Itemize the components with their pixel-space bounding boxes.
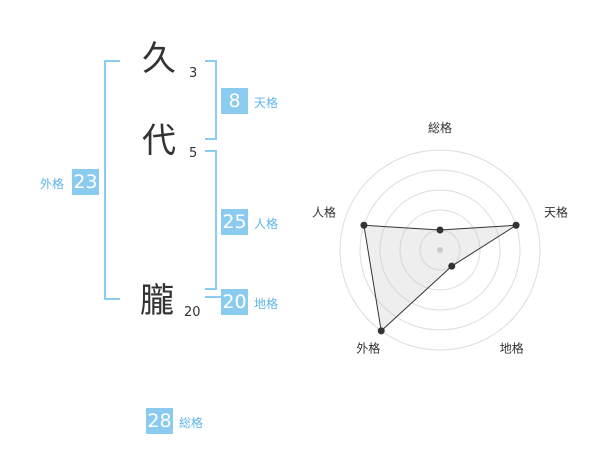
radar-point-3 bbox=[448, 262, 456, 270]
radar-ring bbox=[339, 149, 541, 351]
stroke-count-3: 20 bbox=[184, 305, 201, 320]
stroke-count-1: 3 bbox=[189, 66, 198, 81]
radar-point-2 bbox=[512, 221, 520, 229]
stroke-count-2: 5 bbox=[189, 146, 198, 161]
radar-point-4 bbox=[377, 327, 385, 335]
soukaku-value: 28 bbox=[146, 408, 173, 434]
radar-axis-label-4: 外格 bbox=[356, 341, 380, 356]
radar-ring bbox=[359, 169, 521, 331]
gaikaku-bracket bbox=[104, 60, 120, 300]
radar-axis-label-5: 人格 bbox=[312, 204, 336, 219]
radar-point-5 bbox=[360, 221, 368, 229]
jinkaku-label: 人格 bbox=[254, 217, 279, 231]
soukaku-label: 総格 bbox=[179, 416, 204, 430]
chikaku-value: 20 bbox=[221, 289, 248, 315]
radar-axis-label-3: 地格 bbox=[500, 341, 524, 356]
tenkaku-value: 8 bbox=[221, 88, 248, 114]
radar-axis-label-2: 天格 bbox=[544, 204, 568, 219]
radar-series-area bbox=[363, 224, 517, 332]
jinkaku-value: 25 bbox=[221, 209, 248, 235]
tenkaku-bracket bbox=[205, 60, 217, 140]
gaikaku-value: 23 bbox=[72, 169, 99, 195]
radar-center bbox=[437, 247, 443, 253]
chikaku-connector bbox=[205, 296, 221, 298]
radar-ring bbox=[399, 209, 481, 291]
radar-point-1 bbox=[436, 226, 444, 234]
name-char-2: 代 bbox=[142, 121, 176, 161]
radar-axis-label-1: 総格 bbox=[428, 120, 452, 135]
chikaku-label: 地格 bbox=[254, 297, 279, 311]
jinkaku-bracket bbox=[205, 150, 217, 290]
gaikaku-label: 外格 bbox=[40, 177, 65, 191]
radar-ring bbox=[379, 189, 501, 311]
name-char-1: 久 bbox=[142, 39, 176, 79]
tenkaku-label: 天格 bbox=[254, 96, 279, 110]
name-char-3: 朧 bbox=[140, 281, 174, 321]
